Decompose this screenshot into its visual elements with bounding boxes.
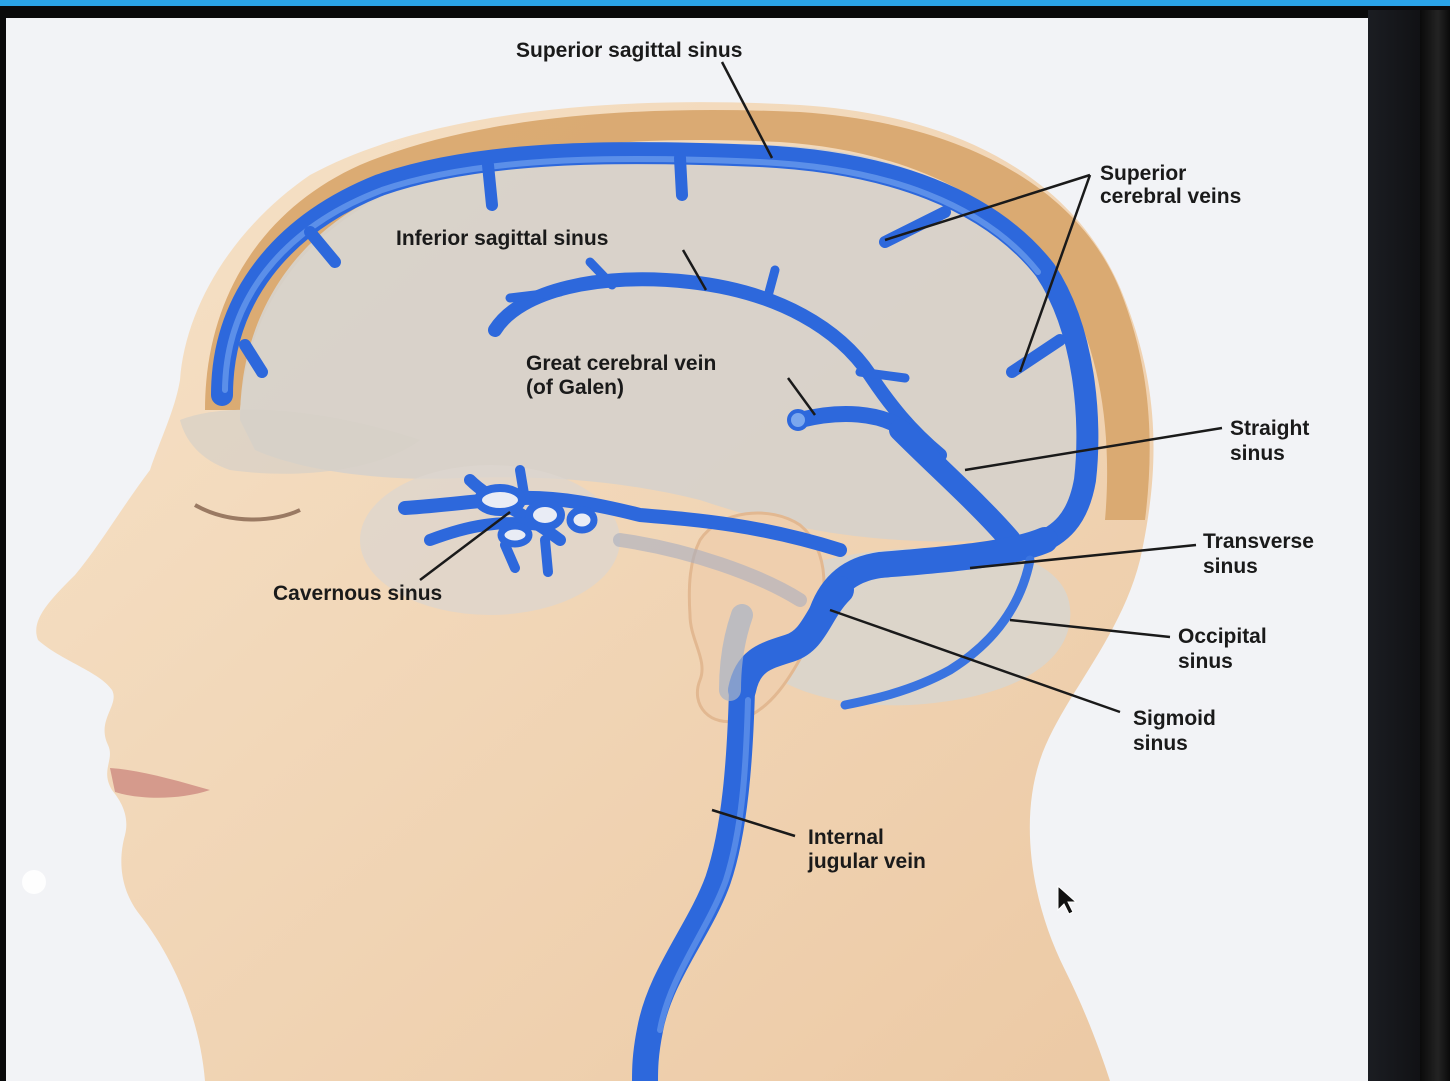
venous-sinus-diagram: Superior sagittal sinus Superior cerebra… <box>6 18 1368 1081</box>
label-great-cerebral-vein-line1: Great cerebral vein <box>526 352 716 375</box>
label-straight-sinus-line2: sinus <box>1230 442 1285 465</box>
label-inferior-sagittal-sinus: Inferior sagittal sinus <box>396 227 608 250</box>
label-occipital-sinus-line1: Occipital <box>1178 625 1267 648</box>
inferior-sagittal-stub <box>860 372 905 378</box>
glare-spot <box>22 870 46 894</box>
label-great-cerebral-vein-line2: (of Galen) <box>526 376 624 399</box>
inferior-sagittal-stub <box>510 292 560 298</box>
label-transverse-sinus-line1: Transverse <box>1203 530 1314 553</box>
anatomy-diagram-screen: Superior sagittal sinus Superior cerebra… <box>6 18 1368 1081</box>
jugular-shadow <box>730 615 742 690</box>
monitor-bezel <box>1368 10 1450 1081</box>
label-superior-cerebral-veins-line1: Superior <box>1100 162 1186 185</box>
superior-cerebral-vein-stub <box>680 158 682 195</box>
label-internal-jugular-vein-line2: jugular vein <box>807 850 926 873</box>
label-transverse-sinus-line2: sinus <box>1203 555 1258 578</box>
label-cavernous-sinus: Cavernous sinus <box>273 582 442 605</box>
label-superior-cerebral-veins-line2: cerebral veins <box>1100 185 1241 208</box>
label-sigmoid-sinus-line2: sinus <box>1133 732 1188 755</box>
label-internal-jugular-vein-line1: Internal <box>808 826 884 849</box>
label-sigmoid-sinus-line1: Sigmoid <box>1133 707 1216 730</box>
top-accent-bar <box>0 0 1450 6</box>
superior-cerebral-vein-stub <box>488 165 492 205</box>
label-occipital-sinus-line2: sinus <box>1178 650 1233 673</box>
label-straight-sinus-line1: Straight <box>1230 417 1309 440</box>
label-superior-sagittal-sinus: Superior sagittal sinus <box>516 39 742 62</box>
